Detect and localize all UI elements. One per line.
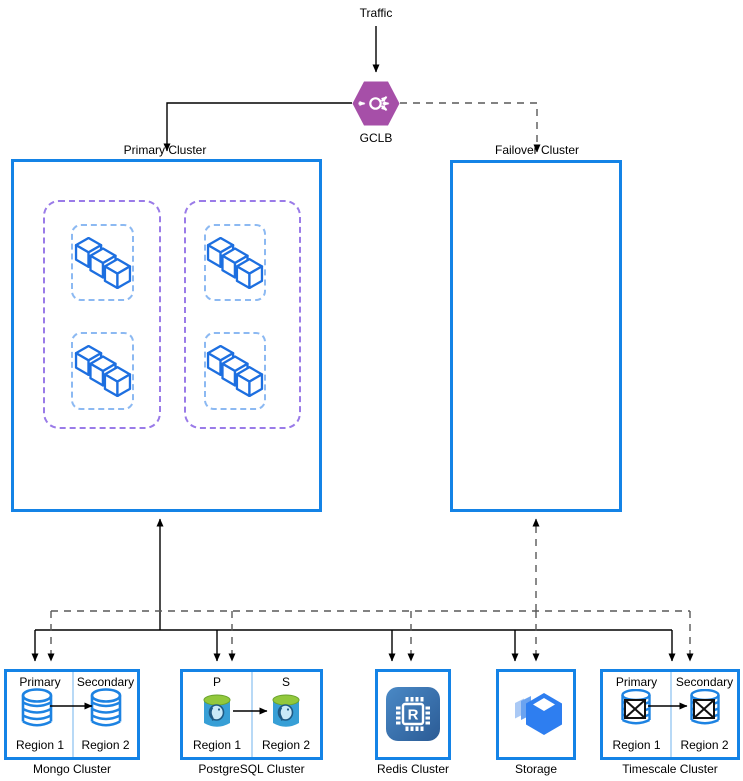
postgresql-cluster-label: PostgreSQL Cluster [198, 762, 305, 776]
gke-cubes-icon [206, 236, 264, 289]
mongo-region1-label: Region 1 [15, 738, 65, 752]
region-divider [251, 672, 253, 757]
timescale-secondary-db-icon [690, 689, 720, 725]
timescale-region2-label: Region 2 [680, 738, 729, 752]
mongo-primary-label: Primary [19, 675, 61, 689]
zone2-box [184, 200, 301, 429]
storage-bucket-icon [515, 693, 562, 735]
redis-cluster-label: Redis Cluster [376, 762, 450, 776]
primary-cluster-box [11, 159, 322, 512]
zone1-box [43, 200, 161, 429]
node-n2-box [71, 332, 134, 410]
gclb-label: GCLB [359, 131, 393, 145]
failover-cluster-box [450, 160, 622, 512]
postgres-region1-label: Region 1 [192, 738, 242, 752]
mongo-cluster-box: Primary Secondary Region 1 Region 2 [4, 669, 140, 760]
postgres-region2-label: Region 2 [261, 738, 311, 752]
mongo-region2-label: Region 2 [81, 738, 130, 752]
storage-box [496, 669, 576, 760]
postgres-primary-db-icon [203, 694, 231, 727]
redis-cluster-box: R [375, 669, 451, 760]
node-n1-box [71, 224, 134, 301]
gke-cubes-icon [74, 345, 131, 397]
timescale-secondary-label: Secondary [675, 675, 734, 689]
postgres-secondary-db-icon [272, 694, 300, 727]
timescale-primary-db-icon [621, 689, 651, 725]
mongo-primary-db-icon [21, 688, 53, 727]
region-divider [72, 672, 74, 757]
region-divider [670, 672, 672, 757]
gke-cubes-icon [206, 345, 264, 397]
postgres-primary-label: P [212, 675, 221, 689]
node-n3-bottom-box [204, 332, 266, 410]
postgresql-cluster-box: P S Region 1 Region 2 [180, 669, 323, 760]
traffic-label: Traffic [359, 6, 393, 20]
postgres-secondary-label: S [281, 675, 290, 689]
mongo-cluster-label: Mongo Cluster [32, 762, 112, 776]
failover-cluster-label: Failover Cluster [494, 143, 580, 157]
primary-cluster-label: Primary Cluster [123, 143, 207, 157]
mongo-secondary-label: Secondary [76, 675, 135, 689]
timescale-primary-label: Primary [615, 675, 658, 689]
storage-label: Storage [514, 762, 558, 776]
redis-chip-letter: R [408, 707, 419, 724]
redis-chip-icon: R [386, 687, 440, 741]
timescale-region1-label: Region 1 [612, 738, 661, 752]
timescale-cluster-box: Primary Secondary Region 1 [600, 669, 740, 760]
node-n3-top-box [204, 224, 266, 301]
mongo-secondary-db-icon [90, 688, 122, 727]
gclb-load-balancer-icon [352, 81, 400, 126]
timescale-cluster-label: Timescale Cluster [622, 762, 718, 776]
gke-cubes-icon [74, 236, 131, 289]
